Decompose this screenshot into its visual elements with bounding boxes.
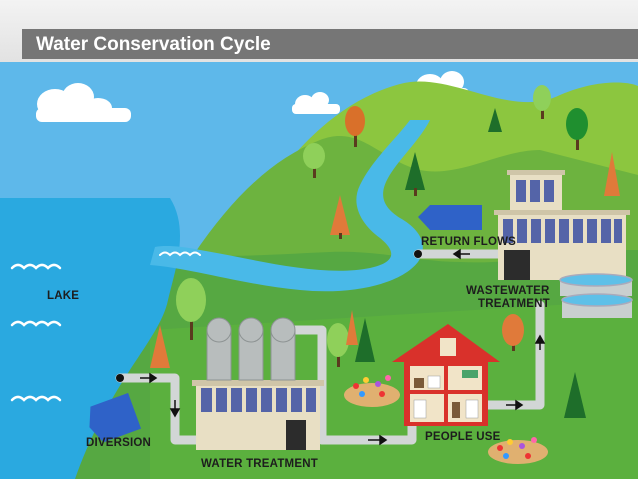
settling-tanks (559, 273, 633, 318)
flower-bed-icon (488, 437, 548, 464)
tree-icon (488, 108, 502, 132)
wastewater-label-line1: WASTEWATER (466, 285, 550, 297)
cloud-icon (292, 92, 340, 114)
diversion-arrow-icon (89, 392, 142, 443)
tree-icon (533, 85, 551, 119)
wastewater-treatment-plant (494, 170, 633, 318)
title-strip (22, 29, 638, 59)
tree-icon (303, 143, 325, 178)
lake (0, 198, 181, 479)
tree-icon (405, 152, 425, 196)
tree-icon (150, 325, 170, 368)
tree-icon (176, 278, 206, 340)
page-title: Water Conservation Cycle (36, 34, 271, 55)
tree-icon (566, 108, 588, 150)
lake-ripples (10, 263, 62, 402)
return-flow-arrow-icon (418, 205, 482, 230)
lake-label: LAKE (47, 290, 80, 302)
return-flows-label: RETURN FLOWS (421, 236, 517, 248)
tree-icon (345, 106, 365, 147)
water-treatment-plant (192, 317, 324, 450)
diversion-label: DIVERSION (86, 437, 152, 449)
tree-icon (604, 152, 620, 196)
river (150, 120, 430, 292)
return-outlet (414, 250, 422, 258)
tree-icon (564, 372, 586, 418)
river-ripples (159, 251, 201, 257)
tree-icon (355, 318, 375, 362)
cloud-icon (36, 83, 131, 122)
flower-bed-icon (344, 375, 400, 407)
tree-icon (327, 323, 349, 367)
house-icon (392, 324, 500, 426)
diversion-intake (116, 374, 124, 382)
pipe-arrows (140, 248, 546, 446)
wastewater-label-line2: TREATMENT (478, 298, 550, 310)
tree-icon (330, 195, 350, 239)
tree-icon (502, 314, 524, 351)
people-use-label: PEOPLE USE (425, 431, 501, 443)
tree-icon (346, 310, 358, 345)
water-treatment-label: WATER TREATMENT (201, 458, 318, 470)
